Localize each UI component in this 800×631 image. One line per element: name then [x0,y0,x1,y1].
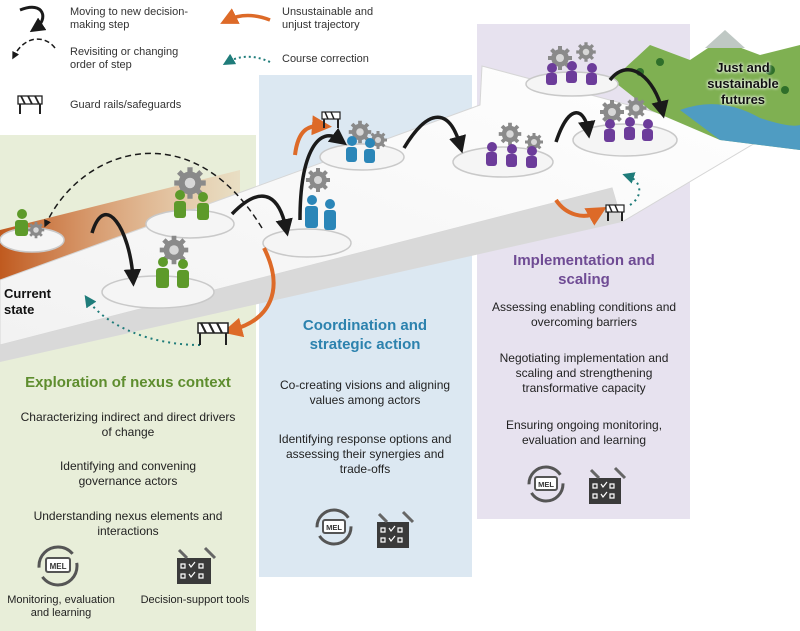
legend-unsustainable-label: Unsustainable and unjust trajectory [282,6,374,31]
stage1-item: Characterizing indirect and direct drive… [20,410,236,439]
legend-course-label: Course correction [282,53,369,65]
stage3-item: Ensuring ongoing monitoring, evaluation … [505,418,663,447]
stage3-title: Implementation and scaling [513,252,655,288]
stage3-item: Negotiating implementation and scaling a… [499,351,669,395]
guard-rail-icons [197,111,625,345]
stage2-title: Coordination and strategic action [302,317,428,353]
legend-graphics [12,5,271,114]
stage2-item: Identifying response options and assessi… [278,432,452,476]
mel-label: Monitoring, evaluation and learning [7,594,115,619]
stage2-item: Co-creating visions and aligning values … [279,378,451,407]
future-landscape [612,30,800,150]
pathway-arrow-edge [0,188,622,362]
legend-guard-rail-icon [17,95,43,114]
legend-revisiting-arrow-icon [12,38,56,60]
legend-guardrails-label: Guard rails/safeguards [70,99,182,111]
stage1-item: Identifying and convening governance act… [59,459,197,488]
revisiting-arrow [44,152,263,229]
svg-text:MEL: MEL [326,523,342,532]
legend-revisiting-label: Revisiting or changing order of step [70,46,179,71]
mel-icon: MEL [37,545,79,587]
legend-moving-label: Moving to new decision-making step [70,6,189,31]
mel-icon-stage3: MEL [527,465,565,503]
svg-text:MEL: MEL [538,480,554,489]
stage3-item: Assessing enabling conditions and overco… [491,300,677,329]
future-label: Just and sustainable futures [707,60,779,107]
current-state-label: Current state [4,286,51,317]
stage1-item: Understanding nexus elements and interac… [33,509,223,538]
actor-figures-stage2 [305,136,375,230]
moving-arrows [90,68,669,287]
mel-icon-stage2: MEL [315,508,353,546]
legend-unsustainable-arrow-icon [220,8,271,24]
decision-support-label: Decision-support tools [140,594,250,606]
decision-support-tools-icon-stage2 [377,510,415,548]
unsustainable-arrows [222,115,607,338]
stage1-title: Exploration of nexus context [25,374,231,391]
decision-support-tools-icon-stage3 [589,466,627,504]
actor-figures-stage3 [486,61,653,168]
legend-moving-arrow-icon [19,5,47,33]
svg-text:MEL: MEL [50,562,67,571]
decision-support-tools-icon [177,546,217,584]
actor-figures-stage1 [15,190,209,288]
course-correction-arrows [84,172,641,346]
legend-course-correction-icon [222,53,271,66]
